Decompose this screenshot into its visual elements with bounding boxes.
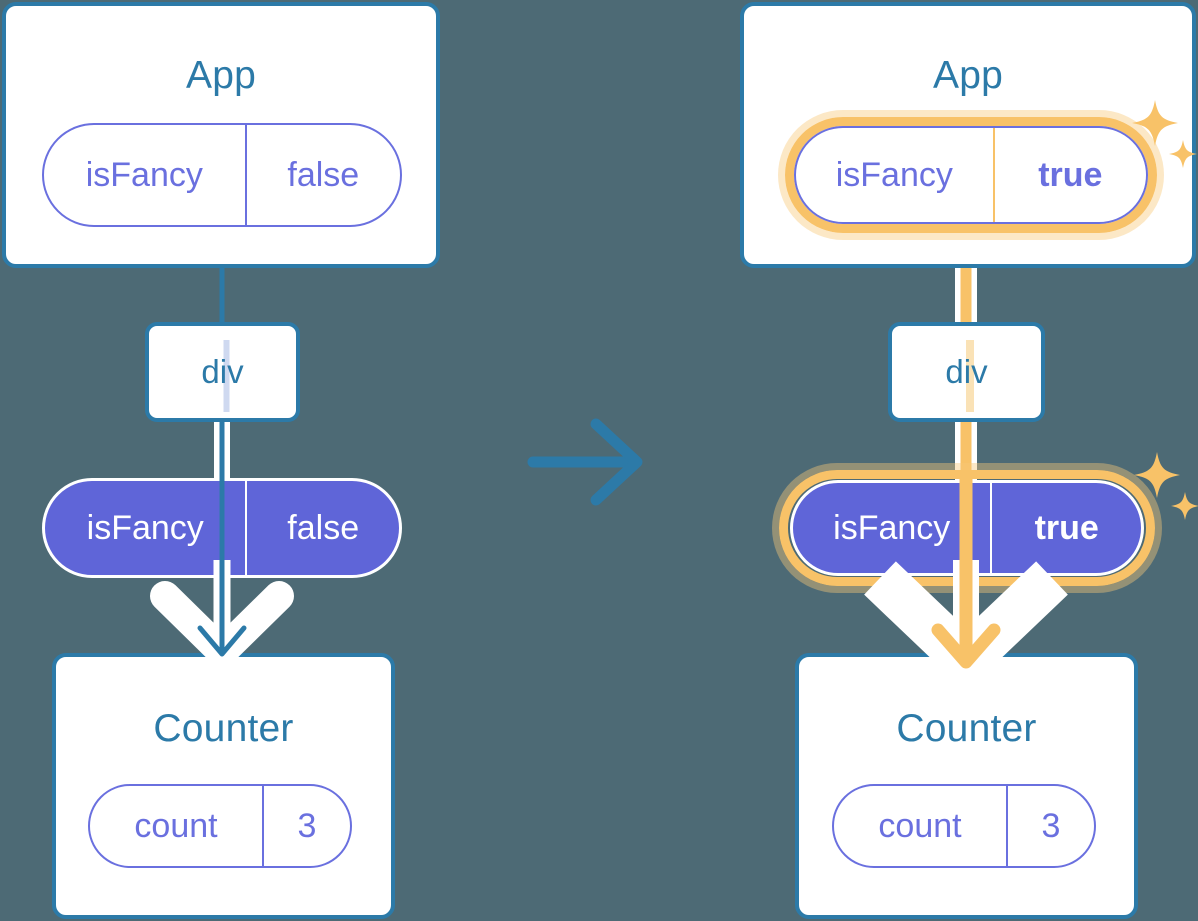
after-counter-state-key: count — [878, 807, 962, 845]
before-prop-pill-key: isFancy — [86, 509, 204, 547]
after-app-state-value: true — [992, 128, 1146, 222]
after-prop-pill-value: true — [990, 483, 1141, 573]
before-prop-pill-value: false — [245, 481, 399, 575]
before-div-box: div — [145, 322, 300, 422]
before-div-inner-line-svg — [223, 340, 230, 412]
before-div-label: div — [201, 353, 244, 390]
before-counter-state-pill[interactable]: count 3 — [88, 784, 352, 868]
before-counter-state-value: 3 — [262, 786, 350, 866]
after-counter-state-pill[interactable]: count 3 — [832, 784, 1096, 868]
after-counter-title: Counter — [896, 707, 1037, 750]
before-counter-state-key: count — [134, 807, 218, 845]
before-counter-title: Counter — [153, 707, 294, 750]
after-counter-box: Counter — [795, 653, 1138, 919]
before-app-state-pill[interactable]: isFancy false — [42, 123, 402, 227]
before-app-title: App — [186, 54, 256, 97]
transition-arrow — [527, 418, 643, 506]
after-app-title: App — [933, 54, 1003, 97]
after-div-box: div — [888, 322, 1045, 422]
before-propagation-arrow — [150, 478, 294, 667]
after-propagation-arrow — [864, 478, 1068, 692]
after-div-inner-line-svg — [966, 340, 974, 412]
after-div-label: div — [945, 353, 988, 390]
after-prop-pill-key: isFancy — [833, 509, 951, 547]
after-counter-state-value: 3 — [1006, 786, 1094, 866]
after-app-state-pill[interactable]: isFancy true — [794, 126, 1148, 224]
before-app-state-value: false — [244, 125, 400, 225]
before-app-state-key: isFancy — [85, 156, 203, 194]
after-app-state-key: isFancy — [835, 156, 953, 194]
